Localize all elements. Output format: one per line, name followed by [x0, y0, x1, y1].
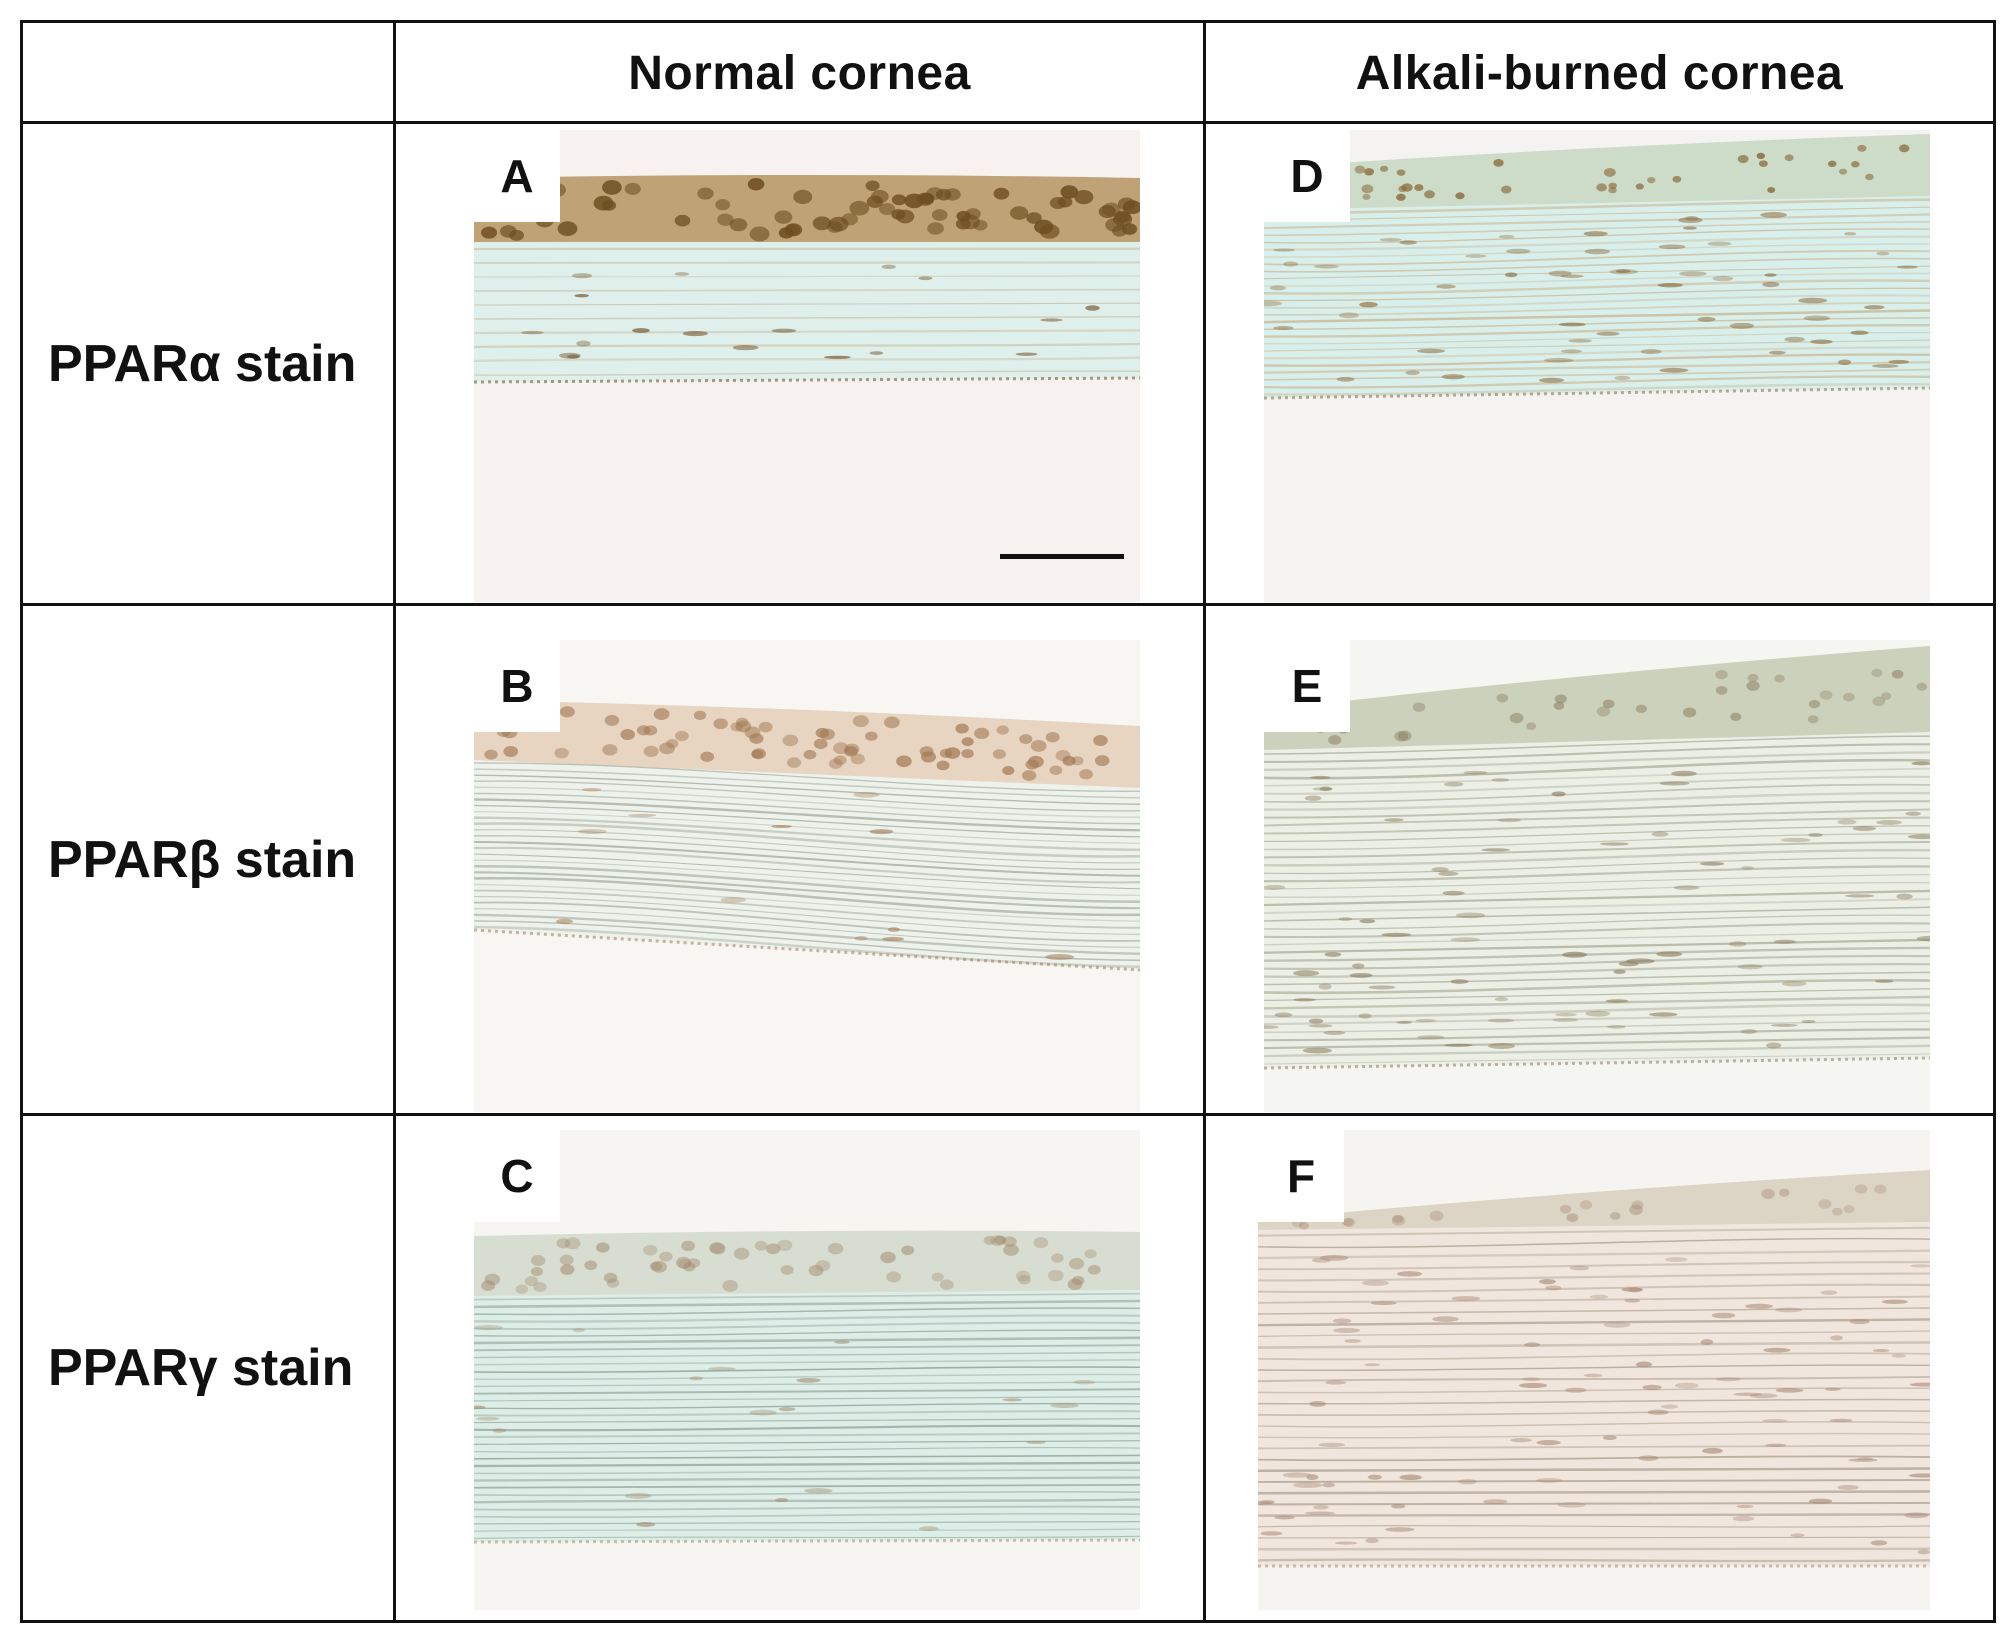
column-header-alkali-burned: Alkali-burned cornea — [1355, 46, 1844, 100]
row-label-ppar-alpha: PPARα stain — [48, 334, 357, 393]
micrograph-panel-d: D — [1264, 130, 1930, 602]
micrograph-panel-b: B — [474, 640, 1140, 1112]
column-header-normal: Normal cornea — [628, 46, 971, 100]
table-border-bottom — [20, 1620, 1996, 1623]
table-border-top — [20, 20, 1996, 23]
micrograph-image-a — [474, 130, 1140, 602]
micrograph-image-e — [1264, 640, 1930, 1112]
micrograph-image-f — [1258, 1130, 1930, 1610]
table-header-divider — [20, 121, 1996, 124]
micrograph-panel-a: A — [474, 130, 1140, 602]
micrograph-image-b — [474, 640, 1140, 1112]
table-border-left — [20, 20, 23, 1623]
table-col-divider-1 — [393, 20, 396, 1623]
row-label-ppar-gamma: PPARγ stain — [48, 1339, 354, 1397]
panel-letter-b: B — [474, 640, 560, 732]
table-col-divider-2 — [1203, 20, 1206, 1623]
micrograph-panel-e: E — [1264, 640, 1930, 1112]
panel-letter-e: E — [1264, 640, 1350, 732]
table-border-right — [1993, 20, 1996, 1623]
scale-bar — [1000, 554, 1124, 559]
panel-letter-a: A — [474, 130, 560, 222]
micrograph-panel-f: F — [1258, 1130, 1930, 1610]
micrograph-image-d — [1264, 130, 1930, 602]
panel-letter-f: F — [1258, 1130, 1344, 1222]
panel-letter-c: C — [474, 1130, 560, 1222]
table-row-divider-2 — [20, 1113, 1996, 1116]
micrograph-panel-c: C — [474, 1130, 1140, 1610]
micrograph-image-c — [474, 1130, 1140, 1610]
row-label-ppar-beta: PPARβ stain — [48, 830, 357, 889]
panel-letter-d: D — [1264, 130, 1350, 222]
table-row-divider-1 — [20, 603, 1996, 606]
